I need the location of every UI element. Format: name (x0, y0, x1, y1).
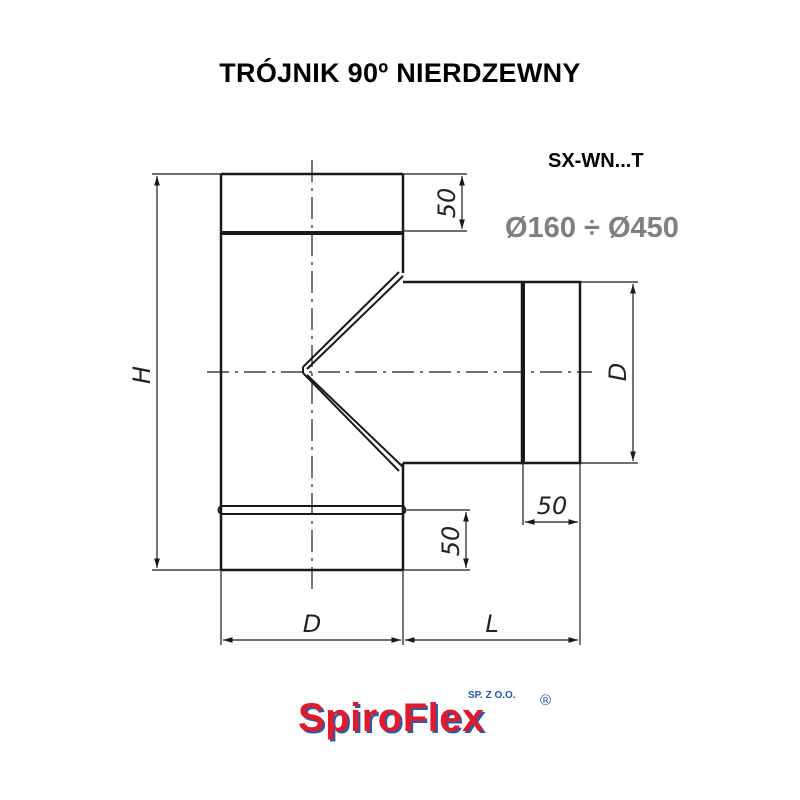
bottom-socket-label: 50 (437, 526, 465, 557)
page-title: TRÓJNIK 90º NIERDZEWNY (219, 58, 581, 88)
height-label: H (128, 366, 156, 384)
diameter-range: Ø160 ÷ Ø450 (505, 212, 679, 244)
registered-icon: ® (540, 692, 552, 709)
length-label: L (485, 610, 498, 638)
logo-company-suffix: SP. Z O.O. (468, 690, 516, 701)
dimension-bottom-diameter-length (220, 570, 578, 645)
dimension-height (152, 173, 221, 571)
center-lines (207, 160, 592, 592)
spiroflex-logo: SP. Z O.O. SpiroFlex ® (298, 690, 558, 760)
bottom-diameter-label: D (303, 610, 321, 638)
logo-wordmark: SpiroFlex (298, 696, 485, 740)
dimension-branch-socket (522, 463, 581, 645)
branch-diameter-label: D (604, 363, 632, 381)
model-code: SX-WN...T (548, 150, 644, 172)
branch-socket-label: 50 (537, 492, 568, 520)
dimension-top-socket (403, 173, 467, 232)
top-socket-label: 50 (433, 188, 461, 219)
dimension-branch-diameter (580, 281, 638, 464)
dimension-bottom-socket (403, 509, 470, 571)
branch-junction (302, 271, 404, 472)
